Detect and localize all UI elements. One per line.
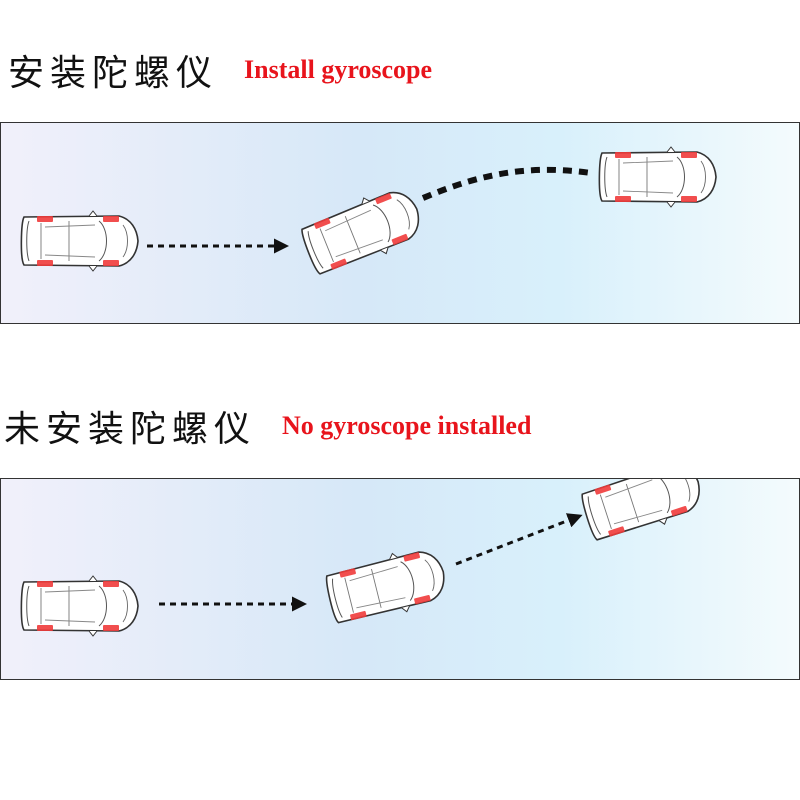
title-en: No gyroscope installed [282, 411, 532, 440]
car-start-icon [20, 575, 139, 637]
car-end-icon [598, 146, 717, 208]
diagram-panel-without-gyroscope [0, 478, 800, 680]
section-heading-without-gyroscope: 未安装陀螺仪 No gyroscope installed [4, 400, 531, 452]
dotted-arrow-icon [455, 513, 583, 566]
car-mid-icon [296, 180, 429, 282]
title-cn: 安装陀螺仪 [8, 53, 219, 94]
section-heading-with-gyroscope: 安装陀螺仪 Install gyroscope [8, 44, 432, 96]
title-cn: 未安装陀螺仪 [4, 409, 257, 450]
trajectory-diagram [20, 479, 709, 637]
car-mid-icon [322, 541, 452, 630]
car-end-icon [577, 479, 709, 548]
diagram-panel-with-gyroscope [0, 122, 800, 324]
title-en: Install gyroscope [244, 55, 433, 84]
car-start-icon [20, 210, 139, 272]
curved-path-icon [421, 166, 592, 201]
trajectory-diagram [20, 146, 717, 282]
